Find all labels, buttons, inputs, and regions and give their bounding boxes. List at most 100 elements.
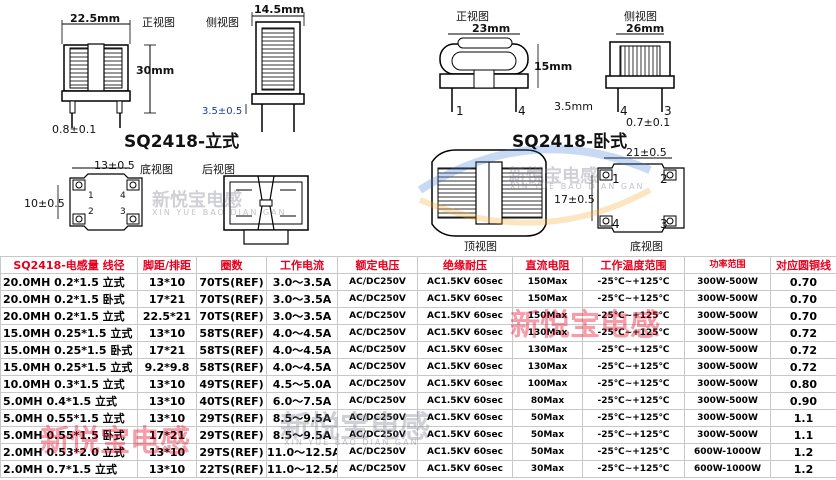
left-back-view	[223, 175, 309, 245]
table-cell: 0.90	[770, 392, 836, 410]
technical-drawing: 22.5mm 正视图 侧视图 14.5mm 30mm 3.5±0.5 0.8±0…	[24, 3, 685, 253]
left-front-view	[61, 20, 156, 128]
drawing-svg	[57, 12, 685, 245]
right-bottom-pin-4: 4	[612, 217, 620, 231]
table-cell: 300W-500W	[684, 409, 771, 427]
header-cell: 功率范围	[684, 256, 771, 274]
table-cell: 50Max	[512, 409, 583, 427]
left-pin-offset: 3.5±0.5	[202, 106, 243, 117]
table-cell: AC/DC250V	[337, 426, 418, 444]
table-cell: 20.0MH 0.2*1.5 卧式	[0, 290, 138, 308]
left-back-label: 后视图	[202, 163, 235, 176]
table-cell: 22TS(REF)	[196, 460, 267, 478]
table-cell: 15.0MH 0.25*1.5 卧式	[0, 341, 138, 359]
header-cell: 直流电阻	[512, 256, 583, 274]
header-cell: SQ2418-电感量 线径	[0, 256, 138, 274]
table-cell: 4.0～4.5A	[266, 341, 338, 359]
header-cell: 绝缘耐压	[417, 256, 513, 274]
left-pin-dia: 0.8±0.1	[52, 123, 97, 136]
table-cell: AC/DC250V	[337, 307, 418, 325]
table-cell: 2.0MH 0.53*2.0 立式	[0, 443, 138, 461]
table-cell: 15.0MH 0.25*1.5 立式	[0, 324, 138, 342]
table-cell: 5.0MH 0.4*1.5 立式	[0, 392, 138, 410]
table-cell: AC1.5KV 60sec	[417, 460, 513, 478]
right-side-width: 26mm	[626, 22, 665, 35]
left-row-spacing: 10±0.5	[24, 197, 65, 210]
table-cell: -25℃~+125℃	[582, 324, 685, 342]
left-side-width: 14.5mm	[254, 3, 305, 16]
right-front-pin-1: 1	[456, 104, 464, 118]
table-cell: 17*21	[137, 290, 197, 308]
table-cell: 300W-500W	[684, 375, 771, 393]
table-cell: AC1.5KV 60sec	[417, 290, 513, 308]
left-bottom-label: 底视图	[140, 163, 173, 176]
table-cell: 22.5*21	[137, 307, 197, 325]
table-cell: AC/DC250V	[337, 409, 418, 427]
left-bottom-view	[57, 167, 143, 231]
table-cell: 1.2	[770, 443, 836, 461]
table-cell: -25℃~+125℃	[582, 443, 685, 461]
right-top-label: 顶视图	[464, 240, 497, 253]
table-cell: 4.5～5.0A	[266, 375, 338, 393]
table-cell: 17*21	[137, 426, 197, 444]
table-cell: 13*10	[137, 324, 197, 342]
table-cell: 49TS(REF)	[196, 375, 267, 393]
table-cell: 0.70	[770, 273, 836, 291]
table-cell: 13*10	[137, 392, 197, 410]
table-cell: 0.70	[770, 307, 836, 325]
table-cell: AC1.5KV 60sec	[417, 307, 513, 325]
table-cell: AC1.5KV 60sec	[417, 392, 513, 410]
table-cell: AC/DC250V	[337, 375, 418, 393]
left-pin-2: 2	[88, 207, 94, 217]
table-cell: 0.70	[770, 290, 836, 308]
table-header-row: SQ2418-电感量 线径脚距/排距圈数工作电流额定电压绝缘耐压直流电阻工作温度…	[0, 256, 836, 274]
table-cell: 300W-500W	[684, 341, 771, 359]
header-cell: 脚距/排距	[137, 256, 197, 274]
left-pin-spacing: 13±0.5	[94, 159, 135, 172]
table-cell: AC1.5KV 60sec	[417, 426, 513, 444]
right-width: 23mm	[472, 22, 511, 35]
table-cell: 130Max	[512, 341, 583, 359]
header-cell: 对应圆铜线	[770, 256, 836, 274]
table-cell: 20.0MH 0.2*1.5 立式	[0, 307, 138, 325]
table-cell: 2.0MH 0.7*1.5 立式	[0, 460, 138, 478]
table-cell: AC/DC250V	[337, 324, 418, 342]
table-cell: AC1.5KV 60sec	[417, 358, 513, 376]
table-cell: 300W-500W	[684, 392, 771, 410]
table-cell: AC/DC250V	[337, 273, 418, 291]
right-front-view	[439, 33, 539, 112]
left-side-view	[245, 12, 305, 132]
table-cell: 50Max	[512, 443, 583, 461]
table-cell: 11.0～12.5A	[266, 460, 338, 478]
right-height: 15mm	[534, 60, 573, 73]
right-front-pin-4: 4	[518, 104, 526, 118]
table-cell: 300W-500W	[684, 273, 771, 291]
table-cell: AC/DC250V	[337, 443, 418, 461]
table-cell: 300W-500W	[684, 426, 771, 444]
table-cell: -25℃~+125℃	[582, 426, 685, 444]
table-cell: 1.2	[770, 460, 836, 478]
right-bottom-view	[591, 157, 685, 233]
table-cell: AC1.5KV 60sec	[417, 409, 513, 427]
table-cell: AC/DC250V	[337, 460, 418, 478]
table-cell: AC1.5KV 60sec	[417, 443, 513, 461]
table-cell: 130Max	[512, 358, 583, 376]
table-cell: 300W-500W	[684, 307, 771, 325]
table-cell: 13*10	[137, 273, 197, 291]
table-cell: -25℃~+125℃	[582, 409, 685, 427]
header-cell: 工作温度范围	[582, 256, 685, 274]
right-top-view	[431, 149, 547, 237]
header-cell: 额定电压	[337, 256, 418, 274]
right-bottom-pin-1: 1	[612, 172, 620, 186]
table-cell: 70TS(REF)	[196, 273, 267, 291]
